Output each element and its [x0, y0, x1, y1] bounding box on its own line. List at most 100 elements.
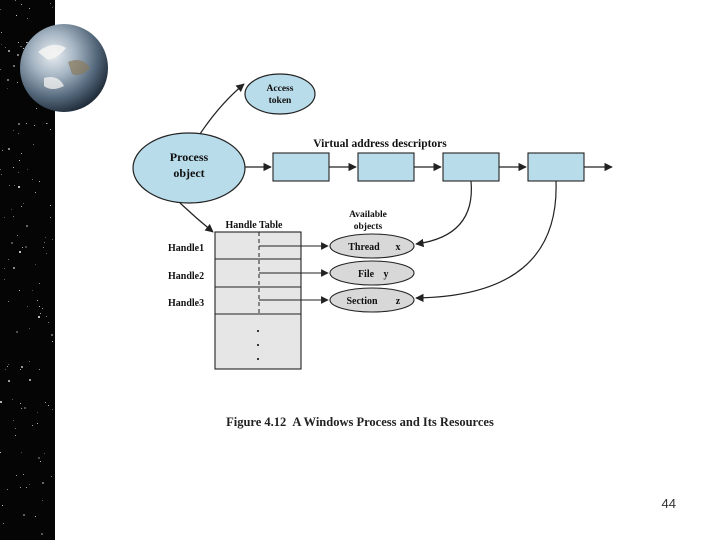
star — [35, 516, 36, 517]
star — [23, 474, 24, 475]
star — [2, 505, 3, 506]
star — [15, 435, 16, 436]
star — [15, 428, 16, 429]
star — [5, 369, 6, 370]
star — [50, 217, 51, 218]
star — [29, 484, 30, 485]
star — [8, 259, 9, 260]
star — [7, 88, 8, 89]
star — [39, 306, 40, 307]
star — [27, 18, 28, 19]
handle-table-ellipsis-dot: . — [256, 320, 259, 335]
star — [7, 366, 8, 367]
arrow-process-to-token — [199, 83, 245, 135]
star — [32, 290, 33, 291]
star — [35, 264, 36, 265]
star — [11, 242, 13, 244]
star — [16, 475, 17, 476]
star — [50, 129, 51, 130]
section-object-var: z — [396, 296, 401, 307]
star — [37, 412, 38, 413]
star — [13, 130, 14, 131]
star — [52, 239, 53, 240]
arrow-vad4-to-section — [415, 180, 557, 303]
star — [25, 246, 27, 248]
star — [4, 268, 5, 269]
star — [23, 203, 24, 204]
star — [20, 369, 21, 370]
star — [8, 148, 10, 150]
star — [44, 242, 45, 243]
star — [39, 369, 40, 370]
thread-object-label: Thread — [348, 242, 380, 253]
star — [45, 237, 46, 238]
star — [33, 144, 34, 145]
star — [39, 283, 40, 284]
star — [0, 9, 1, 10]
star — [17, 54, 19, 56]
star — [13, 65, 15, 67]
star — [29, 8, 30, 9]
star — [19, 290, 20, 291]
section-object-label: Section — [346, 296, 378, 307]
star — [46, 123, 47, 124]
object-thread: Thread x — [329, 233, 415, 259]
star — [45, 402, 46, 403]
star — [41, 533, 43, 535]
star — [0, 401, 2, 403]
figure-caption-number: Figure 4.12 — [226, 415, 287, 429]
star — [27, 306, 28, 307]
object-section: Section z — [329, 287, 415, 313]
star — [23, 48, 24, 49]
star — [9, 185, 10, 186]
star — [3, 523, 4, 524]
star — [26, 123, 27, 124]
star — [18, 42, 19, 43]
star — [42, 308, 43, 309]
star — [21, 452, 22, 453]
star — [34, 125, 35, 126]
star — [21, 4, 22, 5]
file-object-label: File — [358, 269, 375, 280]
star — [52, 341, 53, 342]
arrow-vad3-to-thread — [415, 180, 472, 248]
star — [29, 361, 30, 362]
handle2-label: Handle2 — [168, 271, 204, 282]
star — [50, 3, 51, 4]
star — [40, 461, 41, 462]
star — [5, 47, 6, 48]
star — [50, 205, 51, 206]
star — [46, 253, 47, 254]
vad-box-1 — [272, 152, 330, 182]
star — [15, 0, 16, 1]
star — [32, 425, 33, 426]
star — [35, 192, 36, 193]
star — [16, 15, 17, 16]
star — [8, 301, 9, 302]
star — [2, 150, 3, 151]
star — [7, 79, 9, 81]
star — [20, 403, 21, 404]
star — [11, 209, 12, 210]
star — [37, 300, 38, 301]
process-object-label-line2: object — [173, 166, 204, 180]
available-objects-label-line1: Available — [349, 210, 387, 220]
star — [13, 167, 14, 168]
star — [4, 279, 5, 280]
star — [18, 172, 19, 173]
file-object-var: y — [384, 269, 389, 280]
star — [17, 235, 18, 236]
vad-box-2 — [357, 152, 415, 182]
star — [13, 267, 15, 269]
star — [1, 44, 2, 45]
vad-box-3 — [442, 152, 500, 182]
star — [47, 123, 48, 124]
arrow-process-to-handle-table — [179, 202, 214, 233]
vad-box-4 — [527, 152, 585, 182]
star — [14, 185, 15, 186]
star — [18, 133, 19, 134]
star — [26, 42, 27, 43]
star — [19, 160, 20, 161]
